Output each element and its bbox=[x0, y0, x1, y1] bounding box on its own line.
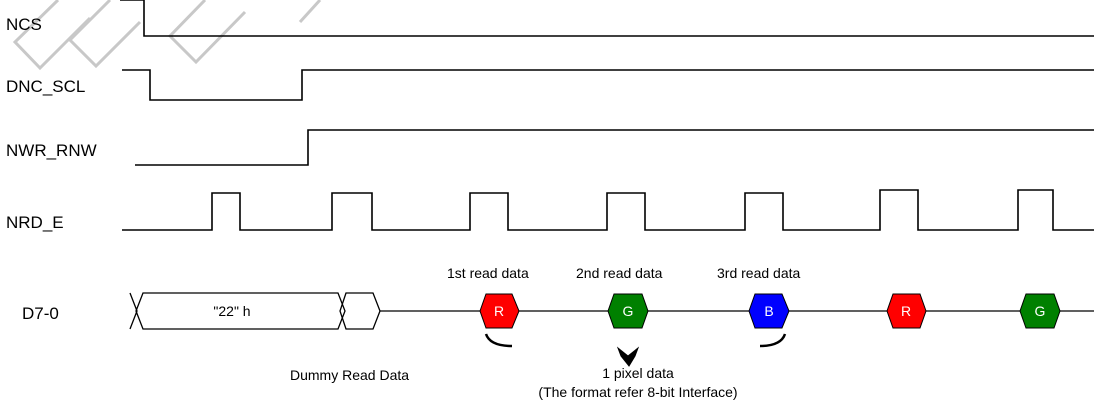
third-read-label: 3rd read data bbox=[717, 265, 800, 281]
bus-cell-4: R bbox=[886, 293, 927, 329]
pixel-brace bbox=[484, 333, 787, 367]
bus-cell-dummy bbox=[339, 292, 381, 330]
watermark bbox=[12, 0, 322, 71]
cell-4-shape bbox=[886, 293, 927, 329]
signal-label-dnc-scl: DNC_SCL bbox=[6, 77, 85, 96]
signal-label-nwr-rnw: NWR_RNW bbox=[6, 141, 97, 160]
cell-2-shape bbox=[607, 293, 649, 329]
cell-1-shape bbox=[479, 293, 520, 329]
ncs-waveform bbox=[120, 0, 1094, 37]
first-read-label: 1st read data bbox=[447, 265, 529, 281]
bus-cell-5: G bbox=[1019, 293, 1061, 329]
bus-cell-hex: "22" h bbox=[129, 292, 346, 330]
cell-4-label: R bbox=[901, 303, 911, 319]
signal-label-data-bus: D7-0 bbox=[22, 304, 59, 323]
pixel-data-label: 1 pixel data bbox=[602, 365, 674, 381]
second-read-label: 2nd read data bbox=[576, 265, 663, 281]
bus-cell-3: B bbox=[748, 293, 790, 329]
hex-value-text: "22" h bbox=[213, 303, 250, 319]
dummy-read-label: Dummy Read Data bbox=[290, 367, 409, 383]
nrd-e-waveform bbox=[122, 189, 1094, 231]
signal-label-ncs: NCS bbox=[6, 15, 42, 34]
bus-cell-1: R bbox=[479, 293, 520, 329]
cell-5-label: G bbox=[1035, 303, 1046, 319]
cell-5-shape bbox=[1019, 293, 1061, 329]
dnc-scl-waveform bbox=[122, 69, 1094, 101]
cell-2-label: G bbox=[623, 303, 634, 319]
format-note-label: (The format refer 8-bit Interface) bbox=[538, 384, 737, 400]
signal-label-nrd-e: NRD_E bbox=[6, 213, 64, 232]
bus-cell-2: G bbox=[607, 293, 649, 329]
cell-1-label: R bbox=[494, 303, 504, 319]
nwr-rnw-waveform bbox=[135, 129, 1094, 166]
cell-3-label: B bbox=[764, 303, 773, 319]
cell-3-shape bbox=[748, 293, 790, 329]
